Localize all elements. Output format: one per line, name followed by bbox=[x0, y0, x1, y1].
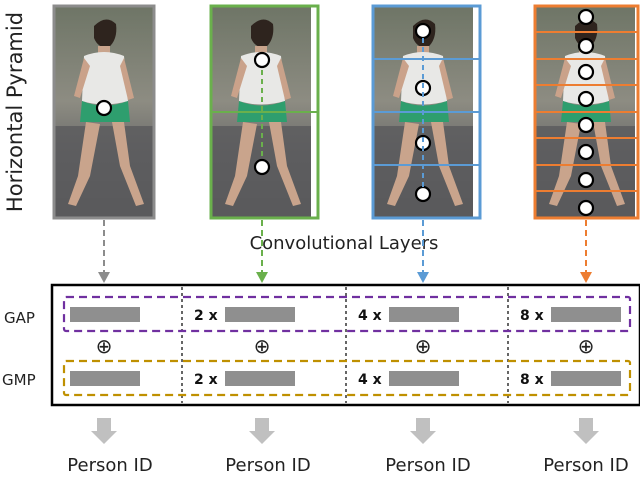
pooling-point bbox=[577, 8, 595, 26]
person-id-label: Person ID bbox=[385, 455, 470, 476]
gap-label: GAP bbox=[4, 309, 35, 327]
down-arrow-icon bbox=[410, 418, 436, 444]
gap-feature-bar bbox=[551, 307, 621, 322]
gap-feature-bar bbox=[70, 307, 140, 322]
pooling-point bbox=[253, 158, 271, 176]
gmp-feature-bar bbox=[70, 371, 140, 386]
down-arrow-icon bbox=[91, 418, 117, 444]
pooling-point bbox=[577, 116, 595, 134]
gap-feature-bar bbox=[389, 307, 459, 322]
pyramid-level-3 bbox=[371, 4, 482, 220]
person-id-label: Person ID bbox=[67, 455, 152, 476]
gmp-multiplier: 8 x bbox=[520, 372, 544, 388]
pooling-point bbox=[577, 171, 595, 189]
gap-feature-bar bbox=[225, 307, 295, 322]
pooling-point bbox=[577, 63, 595, 81]
gmp-feature-bar bbox=[551, 371, 621, 386]
gmp-multiplier: 4 x bbox=[358, 372, 382, 388]
pooling-point bbox=[577, 90, 595, 108]
down-arrow-icon bbox=[573, 418, 599, 444]
gap-group bbox=[62, 295, 632, 333]
pooling-point bbox=[577, 37, 595, 55]
gap-multiplier: 4 x bbox=[358, 308, 382, 324]
gmp-feature-bar bbox=[225, 371, 295, 386]
pooling-point bbox=[414, 22, 432, 40]
pyramid-level-1 bbox=[52, 4, 156, 220]
gmp-multiplier: 2 x bbox=[194, 372, 218, 388]
feature-box bbox=[50, 283, 640, 407]
gmp-group bbox=[62, 359, 632, 397]
pooling-point bbox=[414, 185, 432, 203]
sum-icon: ⊕ bbox=[415, 334, 432, 358]
pooling-point bbox=[577, 199, 595, 217]
pooling-point bbox=[577, 143, 595, 161]
person-id-label: Person ID bbox=[543, 455, 628, 476]
gap-multiplier: 2 x bbox=[194, 308, 218, 324]
sum-icon: ⊕ bbox=[578, 334, 595, 358]
gmp-feature-bar bbox=[389, 371, 459, 386]
down-arrow-icon bbox=[249, 418, 275, 444]
pooling-point bbox=[253, 51, 271, 69]
pyramid-label: Horizontal Pyramid bbox=[3, 12, 27, 212]
conv-layers-label: Convolutional Layers bbox=[250, 233, 439, 254]
sum-icon: ⊕ bbox=[96, 334, 113, 358]
person-id-label: Person ID bbox=[225, 455, 310, 476]
pyramid-level-2 bbox=[209, 4, 320, 220]
gap-multiplier: 8 x bbox=[520, 308, 544, 324]
pooling-point bbox=[95, 99, 113, 117]
gmp-label: GMP bbox=[2, 371, 36, 389]
conv-arrows bbox=[98, 220, 592, 283]
pyramid-level-4 bbox=[533, 4, 640, 220]
sum-icon: ⊕ bbox=[254, 334, 271, 358]
